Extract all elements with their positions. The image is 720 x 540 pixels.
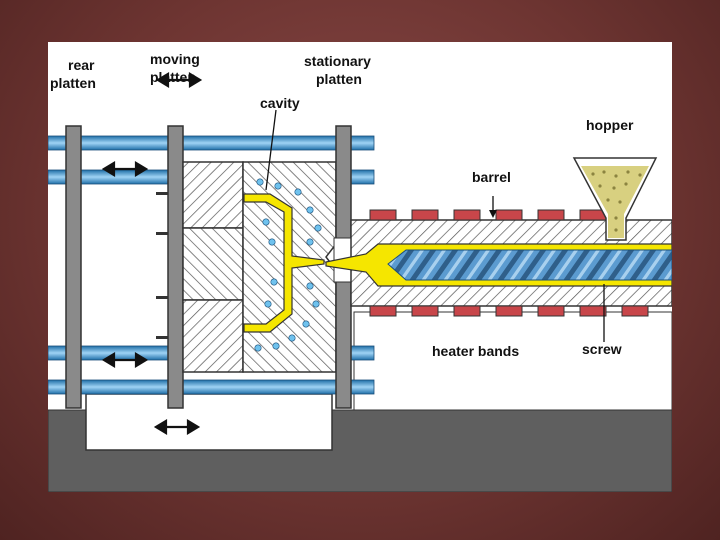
mold [182,161,337,373]
label-moving: moving [150,51,200,67]
label-cavity: cavity [260,95,300,111]
label-heater-bands: heater bands [432,343,519,359]
rear-platten [65,125,82,409]
label-rear: rear [68,57,95,73]
machine-base [48,311,672,492]
label-barrel: barrel [472,169,511,185]
double-arrow-icon [101,72,203,435]
diagram-canvas: rear platten moving platten stationary p… [48,51,672,492]
label-moving-platten: platten [150,69,196,85]
moving-platten [156,125,184,409]
injection-molding-diagram: rear platten moving platten stationary p… [48,42,672,492]
label-stationary: stationary [304,53,371,69]
hopper [572,157,658,241]
label-rear-platten: platten [50,75,96,91]
barrel-pointer [489,210,497,218]
label-hopper: hopper [586,117,634,133]
label-screw: screw [582,341,622,357]
label-stationary-platten: platten [316,71,362,87]
barrel [325,219,672,307]
